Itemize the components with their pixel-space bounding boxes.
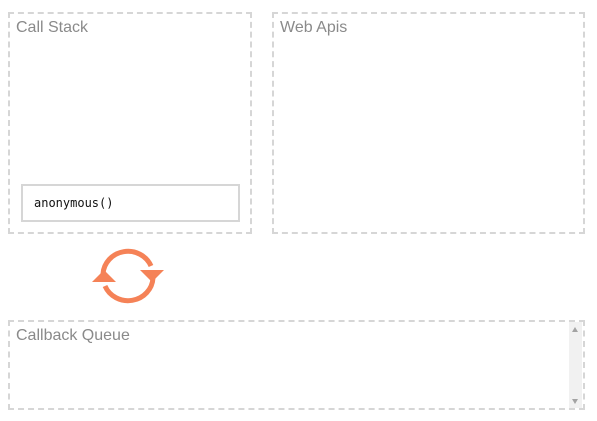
web-apis-panel: Web Apis [272, 12, 585, 234]
call-stack-panel: Call Stack anonymous() [8, 12, 252, 234]
scroll-down-icon[interactable] [572, 399, 578, 404]
callback-queue-panel: Callback Queue [8, 320, 585, 410]
call-stack-title: Call Stack [16, 19, 89, 36]
stack-frame: anonymous() [21, 184, 240, 222]
web-apis-title: Web Apis [280, 19, 348, 36]
refresh-cycle-icon [92, 248, 164, 304]
callback-queue-scrollbar[interactable] [569, 322, 582, 408]
scroll-up-icon[interactable] [572, 327, 578, 332]
callback-queue-title: Callback Queue [16, 327, 130, 344]
